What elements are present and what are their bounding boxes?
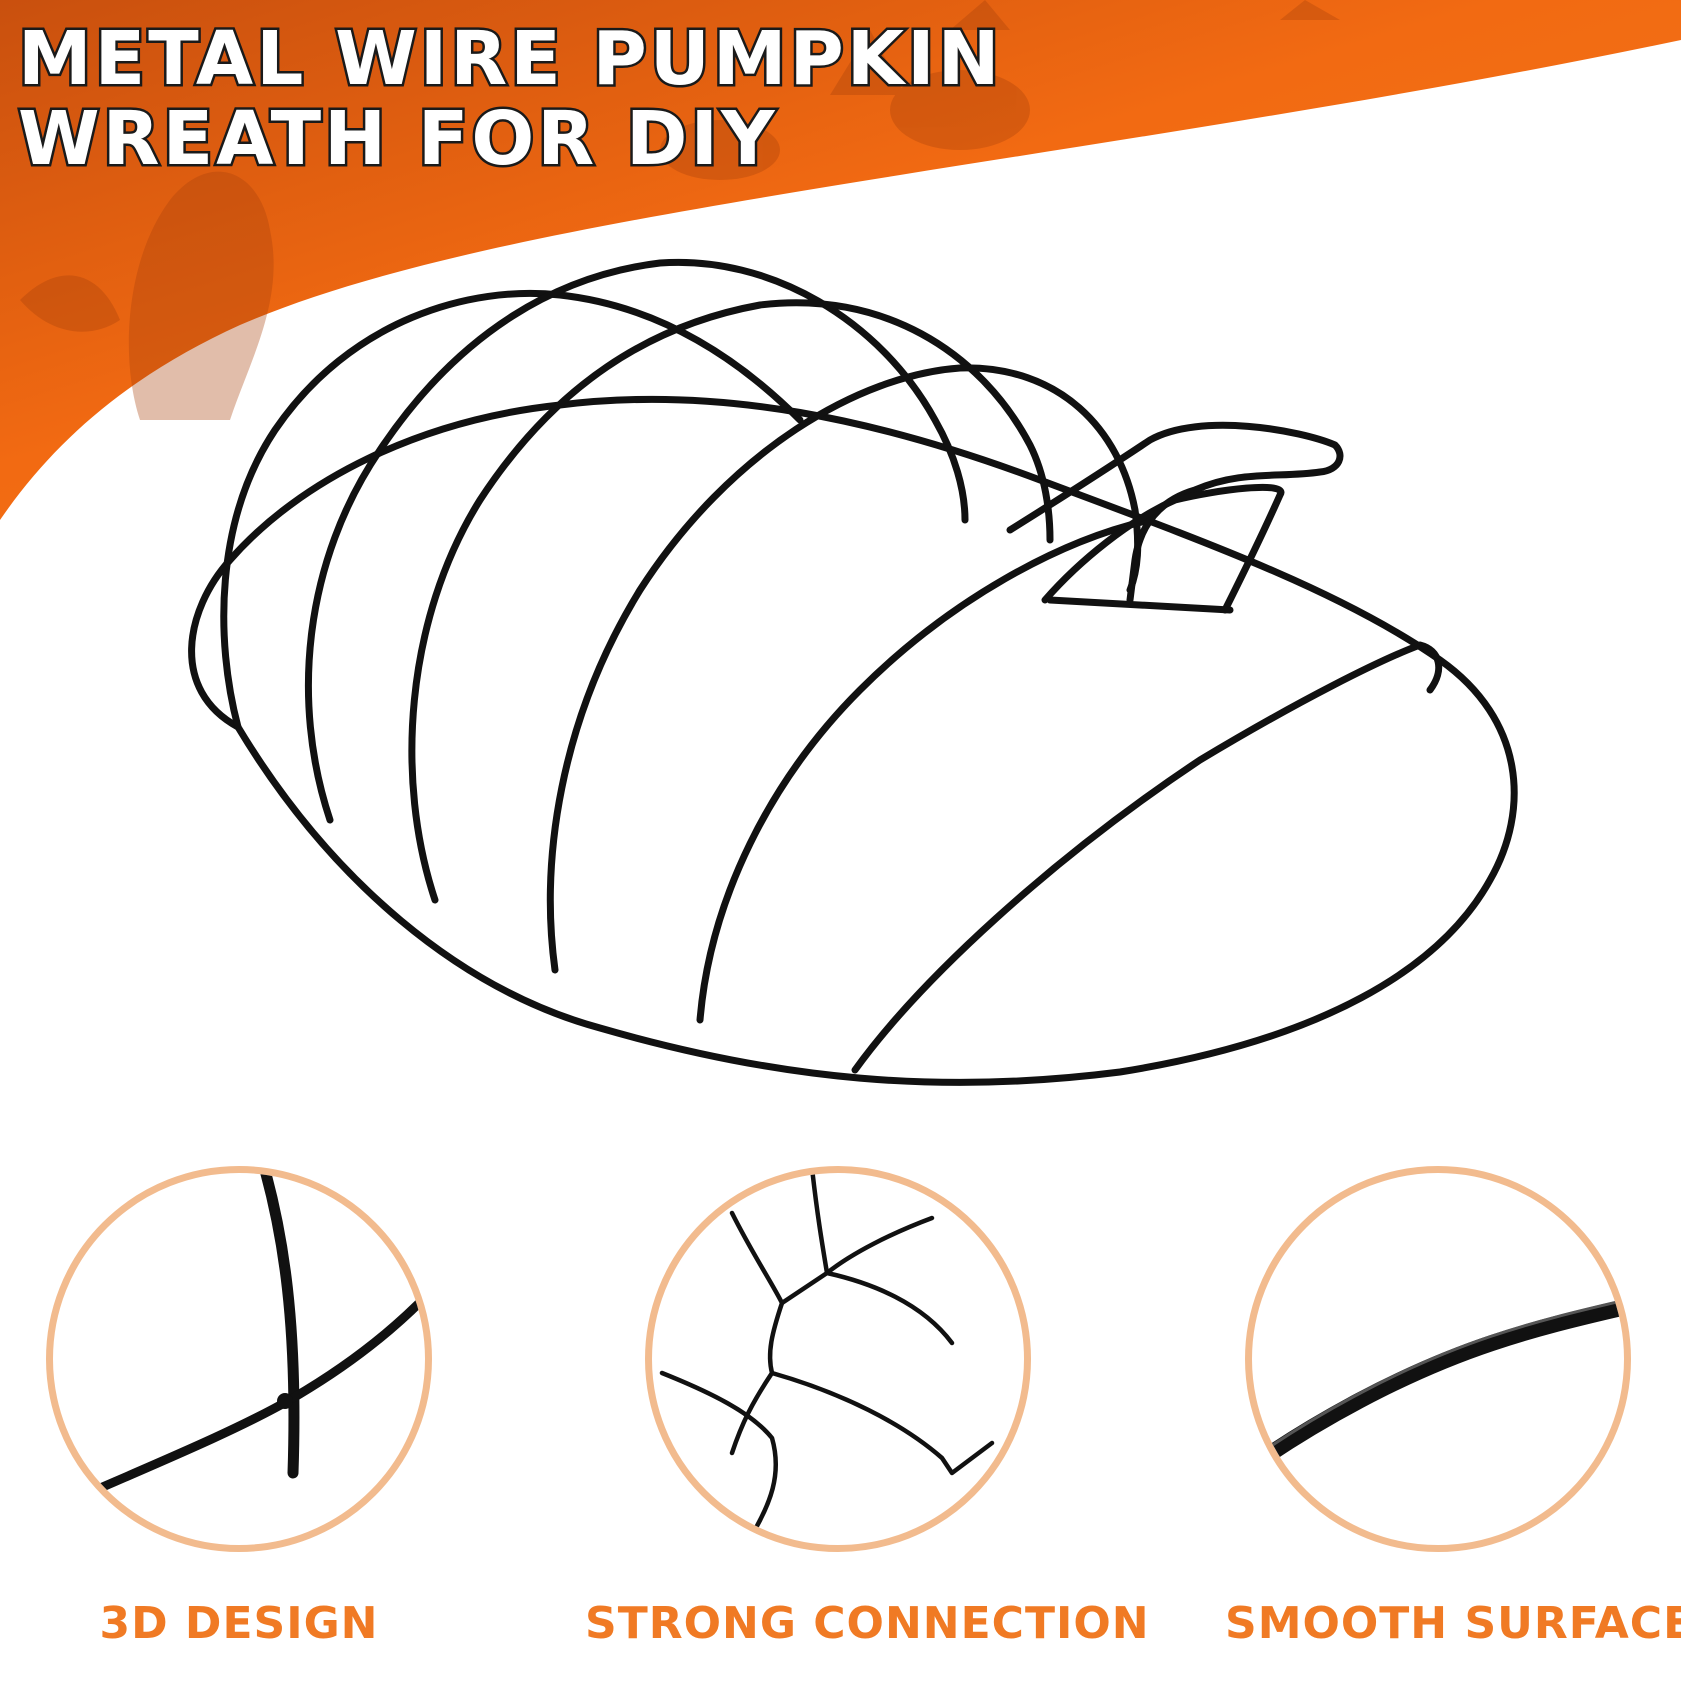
wire-smooth-closeup — [1252, 1299, 1624, 1476]
stem-loop — [1041, 483, 1285, 614]
feature-label-3d-design: 3D DESIGN — [99, 1598, 379, 1649]
feature-label-smooth-surface: SMOOTH SURFACE — [1225, 1598, 1681, 1649]
feature-label-strong-connection: STRONG CONNECTION — [585, 1598, 1150, 1649]
wire-rib-closeup — [260, 1173, 300, 1479]
stem-connector — [1046, 596, 1234, 614]
rib-4 — [546, 364, 1142, 974]
detail-circle-smooth-surface — [1245, 1166, 1631, 1552]
stem — [1006, 421, 1344, 604]
banner-shape — [0, 0, 1681, 520]
wire-ring-closeup — [53, 1290, 425, 1514]
rib-2 — [305, 258, 969, 824]
headline-line-2: WREATH FOR DIY — [16, 96, 778, 182]
base-ring — [188, 395, 1518, 1086]
joint-closeup — [277, 1393, 293, 1409]
detail-circle-strong-connection — [645, 1166, 1031, 1552]
rib-3 — [408, 299, 1054, 904]
rib-6 — [851, 641, 1443, 1074]
headline-line-1: METAL WIRE PUMPKIN — [16, 16, 1003, 102]
detail-circle-3d-design — [46, 1166, 432, 1552]
witch-silhouettes — [20, 0, 1340, 420]
rib-5 — [696, 516, 1154, 1024]
